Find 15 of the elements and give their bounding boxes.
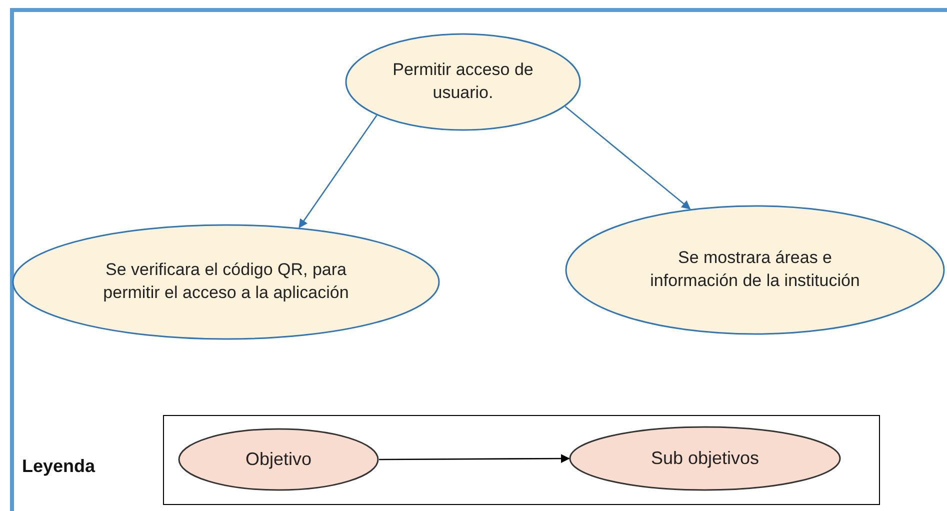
arrow: [564, 106, 691, 210]
ellipse-node: [565, 205, 945, 335]
legend-box: [163, 415, 880, 505]
node-text: Se mostrara áreas e información de la institución: [650, 247, 860, 292]
ellipse-node: [178, 428, 379, 491]
node-text: Permitir acceso de usuario.: [392, 59, 534, 104]
ellipse-node: [12, 224, 440, 340]
node-text: Se verificara el código QR, para permitir el acceso a la aplicación: [102, 259, 350, 304]
node-text: Objetivo: [244, 448, 313, 472]
ellipse-node: [345, 33, 581, 131]
node-text: Sub objetivos: [650, 447, 760, 470]
ellipse-node: [569, 426, 841, 491]
legend-title: Leyenda: [22, 455, 96, 478]
arrow: [298, 115, 378, 228]
arrow: [379, 454, 570, 464]
